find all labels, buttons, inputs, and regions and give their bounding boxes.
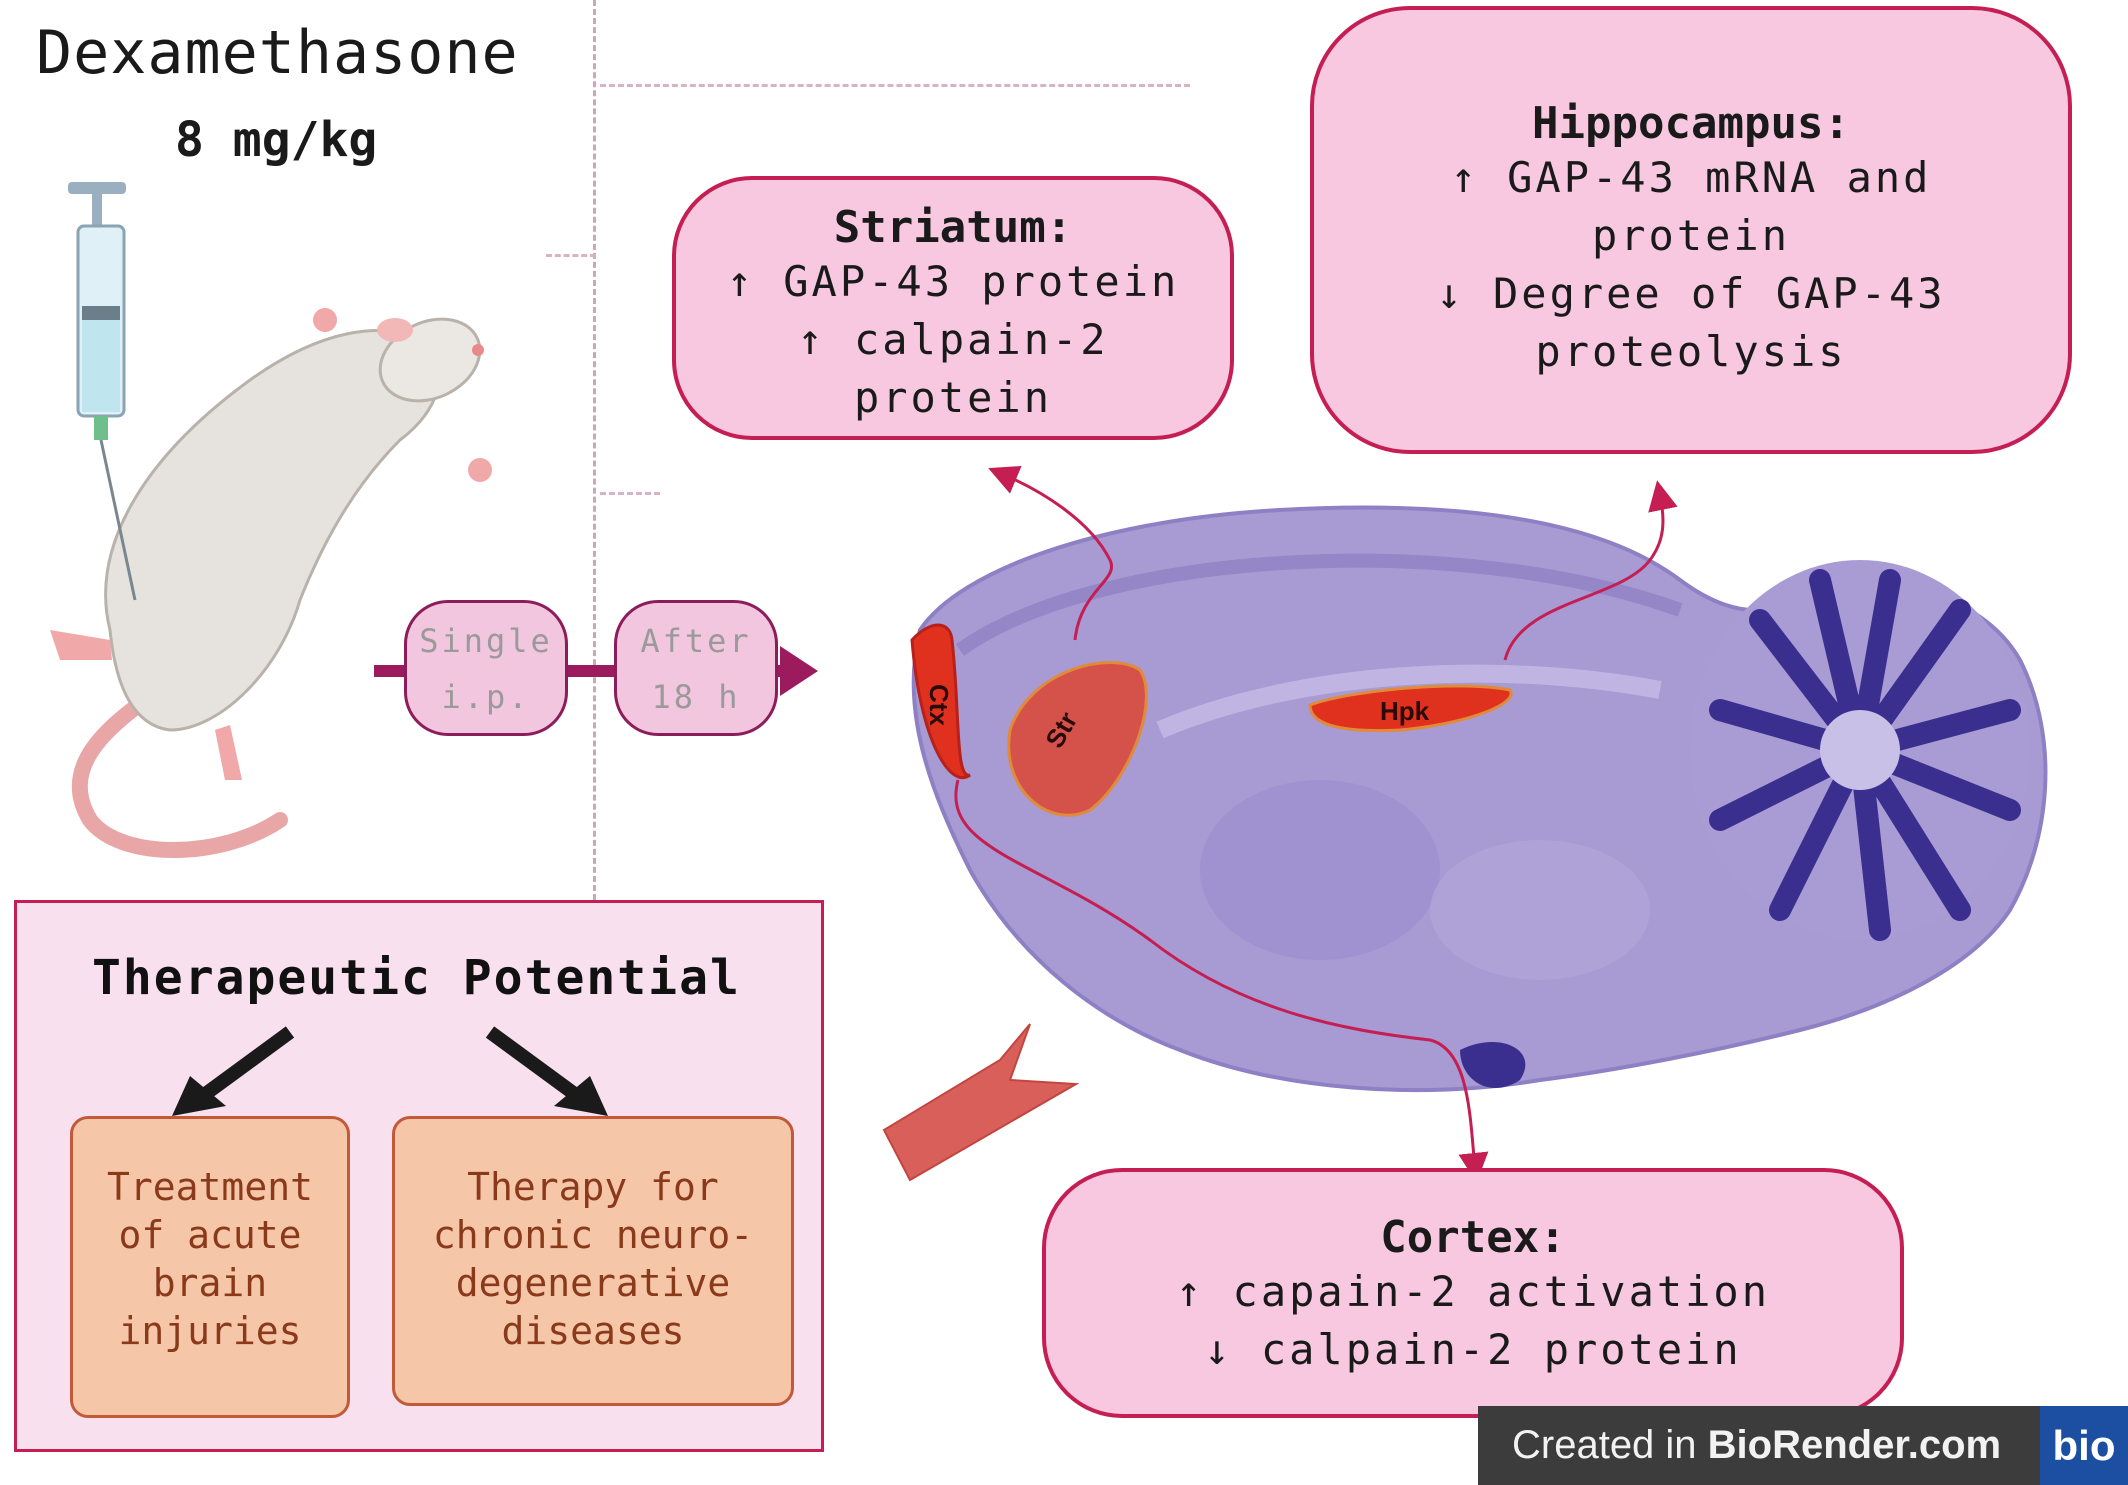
finding-cortex-line: ↓ calpain-2 protein — [1204, 1325, 1742, 1374]
therapy-option-line: diseases — [501, 1309, 685, 1353]
therapeutic-arrows — [172, 1026, 608, 1116]
rat-icon — [50, 308, 492, 858]
route-line-1: Single — [419, 622, 553, 660]
credit-brand: BioRender.com — [1707, 1423, 2002, 1467]
therapeutic-title: Therapeutic Potential — [92, 950, 741, 1006]
chevron-arrow-icon — [882, 1023, 1080, 1182]
finding-striatum-line: ↑ calpain-2 — [797, 315, 1109, 364]
brain-section-icon: Ctx Str Hpk — [910, 505, 2048, 1092]
arrow-right-icon — [780, 646, 818, 696]
therapy-option-line: injuries — [118, 1309, 302, 1353]
region-cortex — [910, 623, 971, 779]
finding-striatum-heading: Striatum: — [833, 202, 1073, 253]
arrow-down-right-icon — [485, 1026, 585, 1104]
therapy-option-acute: Treatment of acute brain injuries — [70, 1116, 350, 1418]
finding-striatum: Striatum: ↑ GAP-43 protein ↑ calpain-2 p… — [672, 176, 1234, 440]
route-pill: Single i.p. — [404, 600, 568, 736]
region-striatum — [1007, 661, 1148, 817]
therapy-option-line: Treatment — [107, 1165, 313, 1209]
region-hippocampus — [1308, 684, 1513, 733]
region-hippocampus-label: Hpk — [1380, 696, 1430, 726]
finding-hippocampus-line: ↓ Degree of GAP-43 — [1436, 269, 1946, 318]
finding-striatum-line: ↑ GAP-43 protein — [726, 257, 1180, 306]
divider-top — [600, 84, 1190, 87]
therapy-option-chronic: Therapy for chronic neuro- degenerative … — [392, 1116, 794, 1406]
divider-tick-1 — [546, 254, 596, 257]
drug-dose: 8 mg/kg — [175, 112, 378, 168]
finding-cortex: Cortex: ↑ capain-2 activation ↓ calpain-… — [1042, 1168, 1904, 1418]
finding-cortex-line: ↑ capain-2 activation — [1175, 1267, 1770, 1316]
divider-tick-2 — [600, 492, 660, 495]
finding-hippocampus: Hippocampus: ↑ GAP-43 mRNA and protein ↓… — [1310, 6, 2072, 454]
cerebellum — [1690, 560, 2030, 941]
therapy-option-line: brain — [152, 1261, 268, 1305]
divider-vertical — [593, 0, 596, 900]
arrow-to-hippocampus — [1503, 480, 1678, 661]
arrow-to-striatum — [988, 466, 1114, 641]
therapy-option-line: degenerative — [455, 1261, 731, 1305]
timing-line-1: After — [640, 622, 752, 660]
syringe-icon — [68, 182, 137, 601]
finding-striatum-line: protein — [853, 373, 1052, 422]
finding-cortex-heading: Cortex: — [1380, 1212, 1566, 1263]
finding-hippocampus-line: proteolysis — [1535, 327, 1847, 376]
arrow-down-left-icon — [195, 1026, 295, 1104]
therapy-option-line: Therapy for — [467, 1165, 719, 1209]
therapy-option-line: of acute — [118, 1213, 302, 1257]
biorender-credit[interactable]: Created in BioRender.com — [1478, 1406, 2128, 1485]
timing-line-2: 18 h — [651, 678, 741, 716]
timing-pill: After 18 h — [614, 600, 778, 736]
finding-hippocampus-heading: Hippocampus: — [1532, 98, 1850, 149]
drug-name: Dexamethasone — [36, 18, 519, 88]
biorender-logo[interactable]: bio — [2040, 1406, 2128, 1485]
finding-hippocampus-line: protein — [1591, 211, 1790, 260]
rat-illustration — [50, 182, 492, 858]
finding-hippocampus-line: ↑ GAP-43 mRNA and — [1450, 153, 1932, 202]
credit-prefix: Created in — [1512, 1423, 1708, 1467]
route-line-2: i.p. — [441, 678, 531, 716]
arrow-to-cortex — [954, 779, 1489, 1183]
therapy-option-line: chronic neuro- — [432, 1213, 754, 1257]
region-cortex-label: Ctx — [924, 684, 954, 726]
